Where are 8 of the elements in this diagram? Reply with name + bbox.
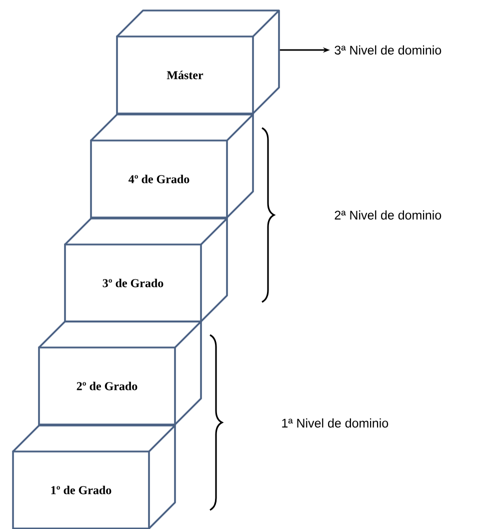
cube: 3º de Grado [64,218,228,322]
level-label: 1ª Nivel de dominio [282,418,388,428]
cube: Máster [116,10,280,114]
level-label: 2ª Nivel de dominio [334,210,442,220]
cube: 1º de Grado [12,424,176,529]
cube: 2º de Grado [38,320,202,426]
cube: 4º de Grado [90,114,254,218]
level-label: 3ª Nivel de dominio [334,45,442,55]
